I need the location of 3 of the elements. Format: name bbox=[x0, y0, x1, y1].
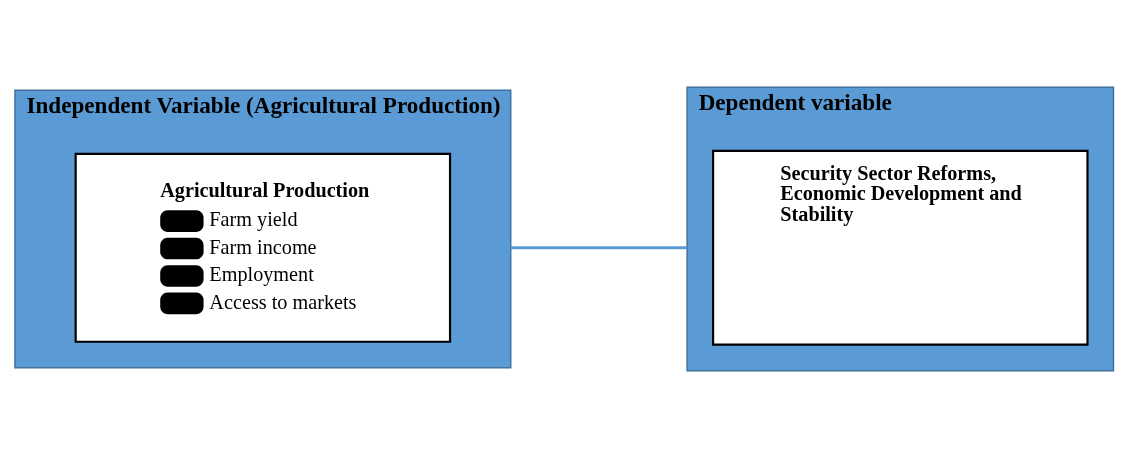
node-box: Security Sector Reforms, Economic Development and Stability bbox=[712, 149, 1089, 346]
node-box: Agricultural Production Farm yield Farm income Employment Access to markets bbox=[74, 152, 452, 343]
connector bbox=[510, 246, 688, 250]
